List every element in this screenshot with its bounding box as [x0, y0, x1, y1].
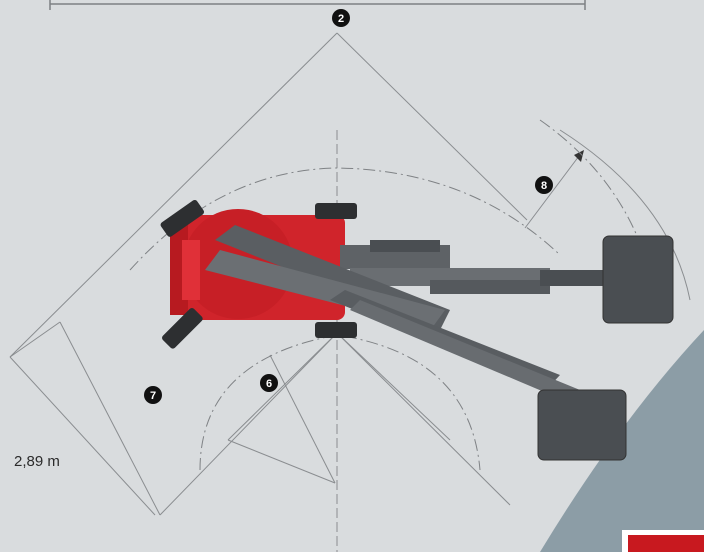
svg-text:7: 7 — [150, 390, 156, 402]
basket-lower — [537, 389, 627, 461]
svg-text:8: 8 — [541, 180, 547, 192]
svg-text:6: 6 — [266, 378, 272, 390]
top-dimension-line — [49, 0, 586, 10]
callout-2: 2 — [332, 9, 350, 27]
outer-radius-arcs — [559, 129, 691, 301]
boom-upper — [340, 240, 610, 294]
tyres — [160, 200, 357, 349]
callout-6: 6 — [260, 374, 278, 392]
svg-text:2: 2 — [338, 13, 344, 25]
basket-upper — [602, 235, 674, 324]
construction-lines — [9, 32, 583, 516]
callout-7: 7 — [144, 386, 162, 404]
callout-8: 8 — [535, 176, 553, 194]
corner-red-badge-inner — [628, 535, 704, 552]
dimension-label: 2,89 m — [14, 453, 60, 470]
boom-lower — [205, 225, 580, 402]
arrow-head-8 — [574, 150, 584, 162]
